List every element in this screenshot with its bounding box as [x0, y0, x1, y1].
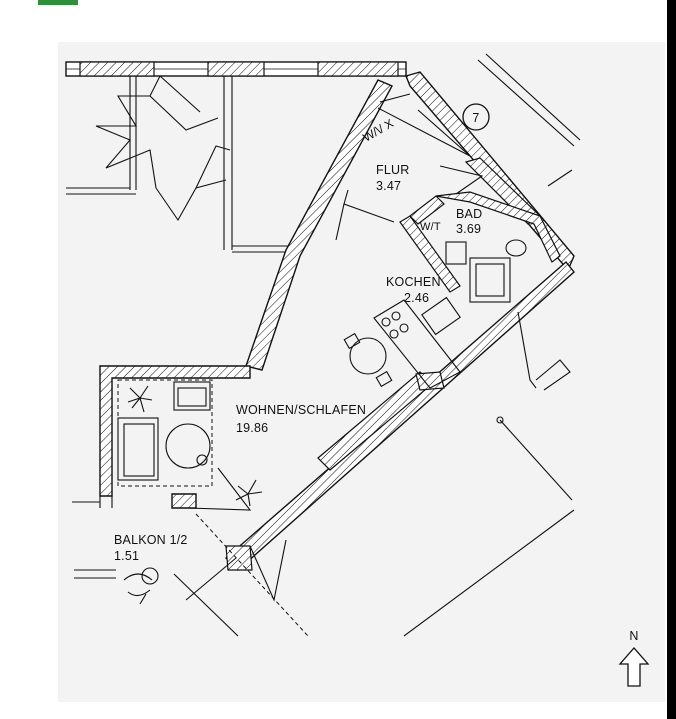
- plants: [123, 385, 263, 605]
- furniture: [117, 239, 527, 585]
- room-labels: FLUR 3.47 BAD 3.69 W/T KOCHEN 2.46 WOHNE…: [114, 163, 482, 563]
- room-name-balkon: BALKON 1/2: [114, 533, 188, 547]
- washer-dryer-label: W/T: [420, 221, 441, 233]
- page-border: [667, 0, 676, 719]
- room-name-bad: BAD: [456, 207, 482, 221]
- room-area-bad: 3.69: [456, 222, 481, 236]
- room-name-kochen: KOCHEN: [386, 275, 441, 289]
- unit-number: 7: [472, 111, 479, 125]
- accent-bar: [38, 0, 78, 5]
- north-label: N: [629, 629, 638, 643]
- room-area-flur: 3.47: [376, 179, 401, 193]
- room-name-flur: FLUR: [376, 163, 409, 177]
- room-area-balkon: 1.51: [114, 549, 139, 563]
- unit-number-marker: 7: [462, 103, 490, 131]
- room-area-wohnen-schlafen: 19.86: [236, 421, 268, 435]
- room-name-wohnen-schlafen: WOHNEN/SCHLAFEN: [236, 403, 366, 417]
- north-arrow-icon: [618, 647, 650, 687]
- exterior-lines: [72, 53, 581, 637]
- north-arrow: N: [618, 629, 650, 687]
- room-area-kochen: 2.46: [404, 291, 429, 305]
- apartment-walls: [99, 71, 575, 571]
- neighbor-walls: [65, 61, 407, 253]
